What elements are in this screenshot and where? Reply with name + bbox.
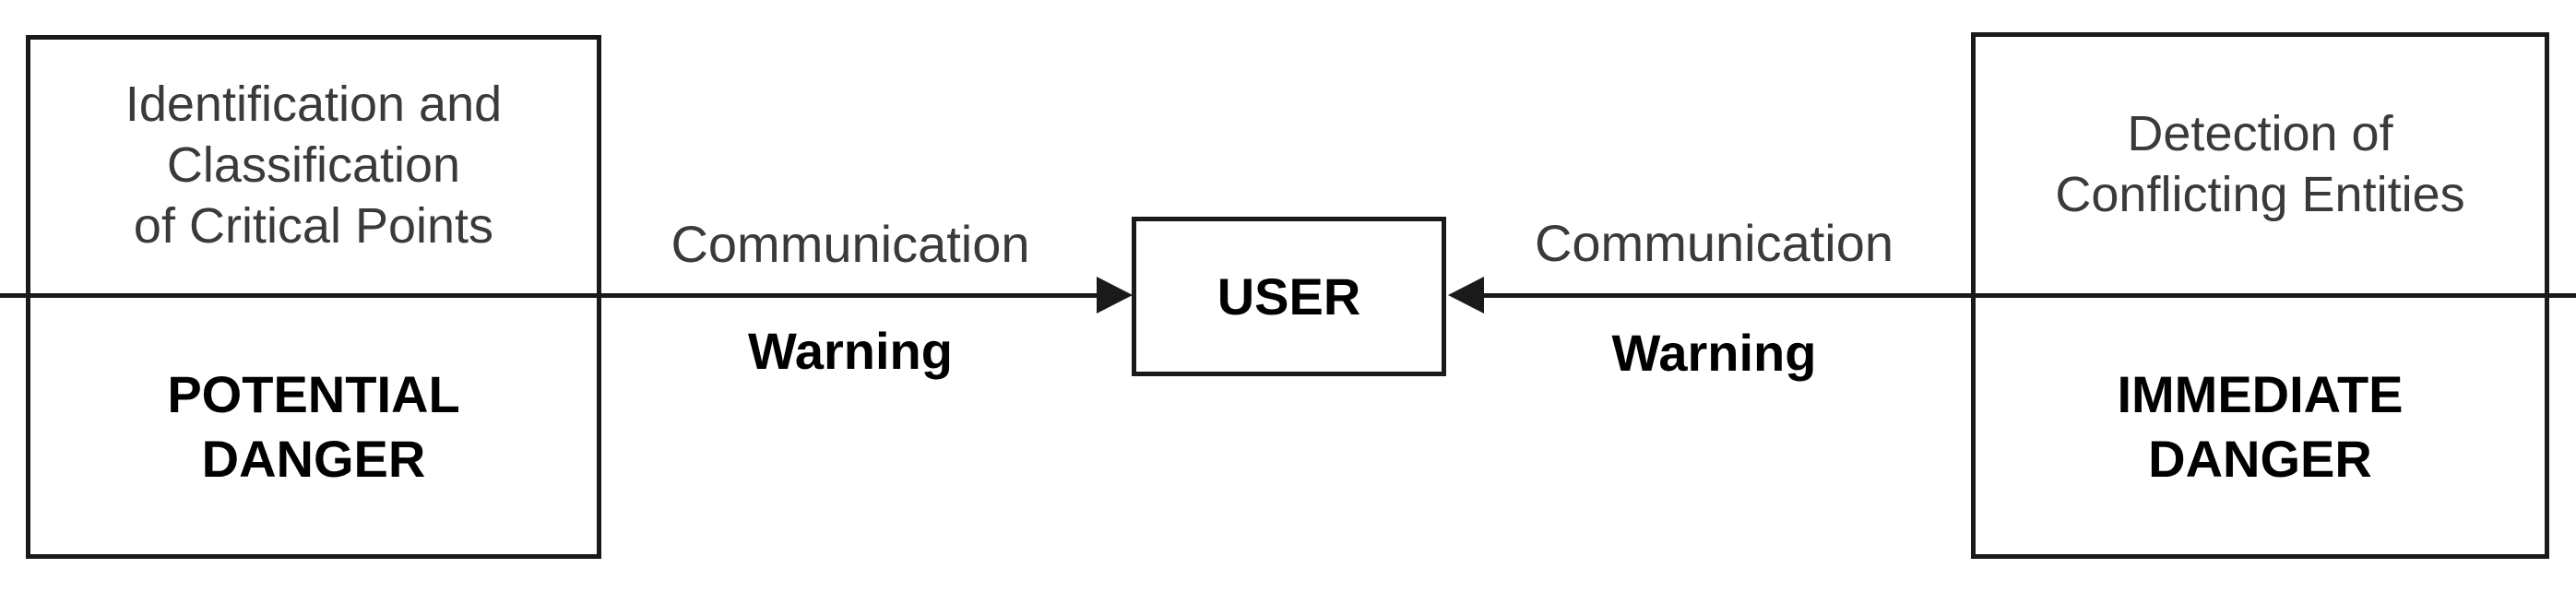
left-communication-label: Communication bbox=[671, 215, 1030, 273]
left-danger-box bbox=[26, 35, 601, 559]
right-arrow-line bbox=[1479, 293, 2576, 298]
user-label-text: USER bbox=[1217, 266, 1361, 326]
right-danger-box bbox=[1971, 32, 2549, 559]
user-label: USER bbox=[1132, 217, 1446, 376]
right-box-status: IMMEDIATE DANGER bbox=[1971, 295, 2549, 559]
left-box-title: Identification and Classification of Cri… bbox=[26, 35, 601, 295]
left-box-status: POTENTIAL DANGER bbox=[26, 295, 601, 559]
left-warning-label: Warning bbox=[748, 322, 953, 380]
left-box-title-text: Identification and Classification of Cri… bbox=[125, 77, 503, 254]
right-box-title: Detection of Conflicting Entities bbox=[1971, 32, 2549, 295]
arrowhead-right-icon bbox=[1097, 277, 1133, 314]
user-box bbox=[1132, 217, 1446, 376]
right-box-status-text: IMMEDIATE DANGER bbox=[2117, 365, 2404, 488]
right-box-title-text: Detection of Conflicting Entities bbox=[2055, 105, 2465, 222]
right-communication-label: Communication bbox=[1534, 214, 1894, 272]
left-box-status-text: POTENTIAL DANGER bbox=[167, 365, 460, 488]
right-warning-label: Warning bbox=[1611, 324, 1817, 382]
left-arrow-line bbox=[0, 293, 1101, 298]
arrowhead-left-icon bbox=[1448, 277, 1484, 314]
